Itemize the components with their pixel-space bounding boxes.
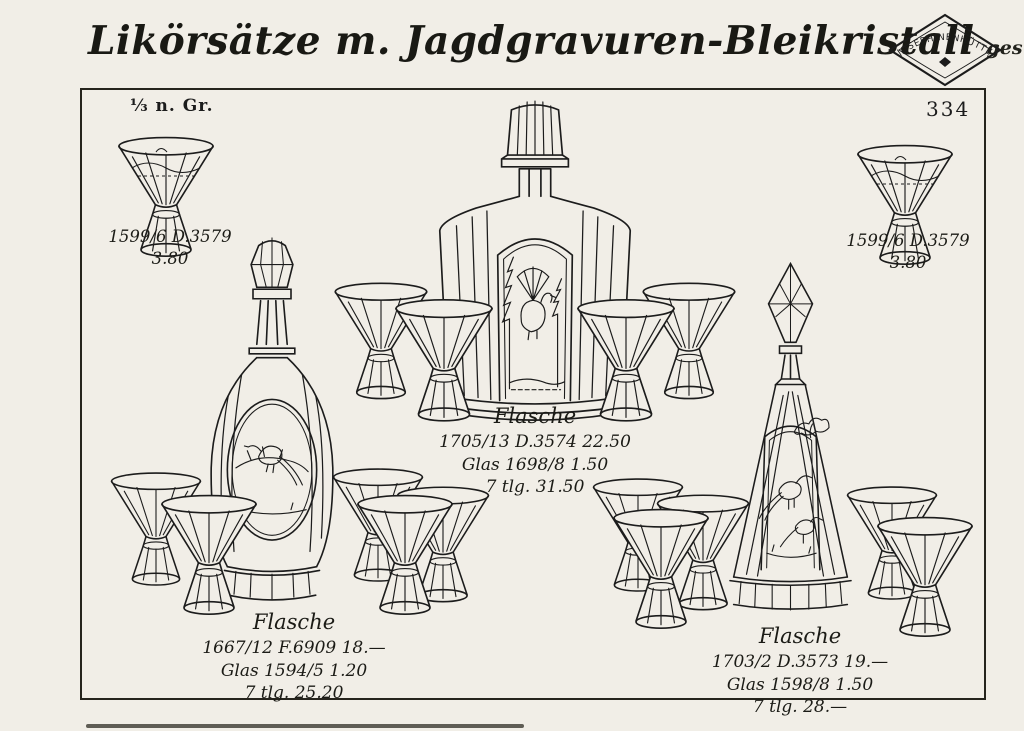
masthead: Likörsätze m. Jagdgravuren-Bleikristall … (88, 18, 1024, 64)
item-code: 1599/6 D.3579 (846, 231, 970, 250)
catalog-title: Likörsätze m. Jagdgravuren-Bleikristall (88, 18, 975, 64)
glass-code-price: Glas 1594/5 1.20 (220, 660, 368, 681)
item-price: 3.80 (151, 249, 189, 269)
set-price: 7 tlg. 31.50 (485, 477, 585, 498)
set-price: 7 tlg. 28.— (752, 697, 848, 718)
item-code-price: 1703/2 D.3573 19.— (711, 652, 889, 672)
item-price: 3.80 (889, 253, 927, 273)
content-frame (80, 88, 986, 700)
scale-note: ⅓ n. Gr. (130, 96, 214, 116)
logo-ornament-icon (939, 57, 951, 67)
glass-code-price: Glas 1698/8 1.50 (461, 454, 609, 475)
left-set-caption: Flasche 1667/12 F.6909 18.— Glas 1594/5 … (148, 610, 440, 705)
sample-glass-right-caption: 1599/6 D.3579 3.80 (830, 230, 986, 275)
item-code-price: 1667/12 F.6909 18.— (202, 638, 386, 658)
glass-code-price: Glas 1598/8 1.50 (726, 674, 874, 695)
scan-edge-artifact (86, 724, 524, 728)
item-name: Flasche (252, 610, 336, 634)
item-code: 1599/6 D.3579 (108, 227, 232, 246)
item-code-price: 1705/13 D.3574 22.50 (439, 432, 631, 452)
item-name: Flasche (493, 404, 577, 428)
right-set-caption: Flasche 1703/2 D.3573 19.— Glas 1598/8 1… (650, 624, 950, 719)
manufacturer-logo-icon: JOSEPHINENHÜTTE (887, 13, 1003, 87)
set-price: 7 tlg. 25.20 (244, 683, 344, 704)
sample-glass-left-caption: 1599/6 D.3579 3.80 (92, 226, 248, 271)
center-set-caption: Flasche 1705/13 D.3574 22.50 Glas 1698/8… (398, 404, 672, 499)
page-number: 334 (926, 97, 971, 121)
item-name: Flasche (758, 624, 842, 648)
